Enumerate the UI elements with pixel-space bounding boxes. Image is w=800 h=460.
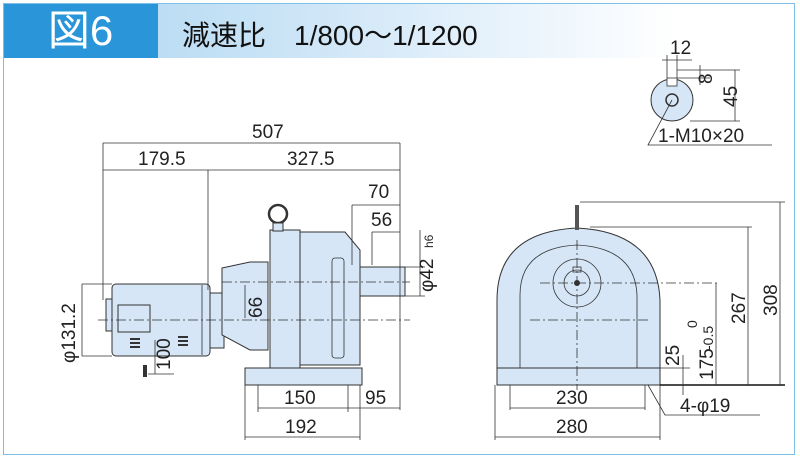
drawing-shape bbox=[130, 346, 140, 348]
drawing-shape: φ42 h6 bbox=[417, 234, 438, 292]
dim-192: 192 bbox=[285, 417, 317, 438]
drawing-shape bbox=[130, 338, 140, 340]
dim-25: 25 bbox=[663, 345, 684, 366]
dim-267: 267 bbox=[729, 292, 750, 324]
drawing-shape bbox=[665, 93, 679, 107]
shaft-detail: 12 8 45 1-M10×20 bbox=[647, 38, 772, 147]
dim-56: 56 bbox=[371, 210, 392, 231]
dim-shaft-tolerance: h6 bbox=[422, 234, 436, 248]
drawing-shape bbox=[331, 257, 345, 359]
side-view: 507 179.5 327.5 70 56 φ42 h6 φ131.2 66 1… bbox=[59, 122, 438, 440]
dim-179-5: 179.5 bbox=[138, 149, 186, 170]
tap-label: 1-M10×20 bbox=[658, 126, 744, 147]
dim-175-tol-lower: -0.5 bbox=[700, 326, 716, 350]
dimension-line bbox=[647, 99, 772, 146]
dim-100: 100 bbox=[154, 338, 175, 370]
dim-308: 308 bbox=[761, 284, 782, 316]
drawing-shape bbox=[178, 340, 188, 342]
cooling-fins bbox=[130, 336, 188, 348]
dim-shaft-diameter: φ42 bbox=[417, 259, 438, 292]
dim-66: 66 bbox=[246, 297, 267, 318]
drawing-shape bbox=[178, 336, 188, 338]
dimension-line bbox=[647, 384, 760, 416]
cable-gland bbox=[143, 365, 147, 377]
reduction-ratio-title: 減速比 1/800～1/1200 bbox=[182, 20, 478, 51]
eyebolt bbox=[267, 203, 289, 225]
drawing-shape bbox=[178, 344, 188, 346]
dim-key-width: 12 bbox=[670, 38, 691, 59]
keyway bbox=[666, 77, 678, 87]
dim-230: 230 bbox=[556, 388, 588, 409]
dim-175: 175 bbox=[697, 348, 718, 380]
dim-507: 507 bbox=[252, 122, 284, 143]
drawing-shape bbox=[130, 342, 140, 344]
front-view: 230 280 4-φ19 308 267 175 -0.5 0 25 bbox=[494, 201, 785, 440]
reducer-base bbox=[244, 367, 363, 386]
eyebolt-front bbox=[575, 205, 579, 230]
front-base bbox=[496, 367, 661, 386]
figure-label: 図6 bbox=[3, 3, 158, 58]
reducer-flange bbox=[269, 229, 301, 371]
frame-border bbox=[3, 3, 795, 455]
dim-95: 95 bbox=[365, 388, 386, 409]
dim-key-depth: 8 bbox=[696, 73, 717, 84]
dim-mount-holes: 4-φ19 bbox=[680, 396, 730, 417]
dim-150: 150 bbox=[284, 388, 316, 409]
dim-motor-diameter: φ131.2 bbox=[59, 303, 80, 363]
reducer-casing bbox=[299, 231, 361, 366]
terminal-box bbox=[117, 304, 151, 333]
dim-280: 280 bbox=[556, 417, 588, 438]
dim-shaft-key-height: 45 bbox=[721, 86, 742, 107]
dim-175-tol-upper: 0 bbox=[684, 320, 700, 328]
drawing-shape bbox=[272, 222, 284, 232]
dim-327-5: 327.5 bbox=[287, 149, 335, 170]
dim-70: 70 bbox=[368, 182, 389, 203]
output-shaft bbox=[359, 266, 406, 297]
reducer-front-body bbox=[496, 227, 661, 386]
